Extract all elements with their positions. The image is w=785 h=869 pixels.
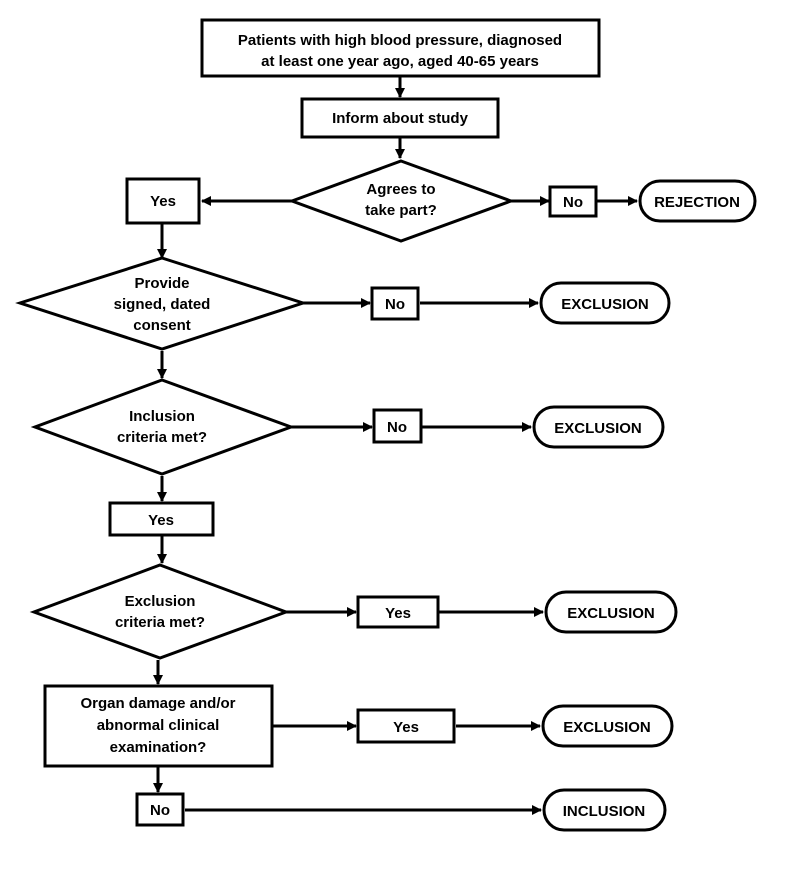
inclusion-exclusion-label: EXCLUSION: [554, 420, 642, 437]
organ-exclusion-terminal: EXCLUSION: [541, 704, 674, 748]
organ-yes-label: Yes: [393, 719, 419, 736]
exclusion-yes-label: Yes: [385, 605, 411, 622]
rejection-terminal: REJECTION: [638, 179, 757, 223]
organ-box: Organ damage and/or abnormal clinical ex…: [43, 684, 274, 768]
start-box-line-2: at least one year ago, aged 40-65 years: [261, 53, 539, 70]
consent-exclusion-label: EXCLUSION: [561, 296, 649, 313]
agrees-decision-line-1: Agrees to: [366, 181, 435, 198]
exclusion-exclusion-terminal: EXCLUSION: [544, 590, 678, 634]
organ-no-label: No: [150, 802, 170, 819]
organ-exclusion-label: EXCLUSION: [563, 719, 651, 736]
inclusion-exclusion-terminal: EXCLUSION: [532, 405, 665, 449]
organ-box-line-2: abnormal clinical: [97, 717, 220, 734]
agrees-decision-line-2: take part?: [365, 202, 437, 219]
consent-decision: Provide signed, dated consent: [15, 256, 308, 351]
start-box-line-1: Patients with high blood pressure, diagn…: [238, 32, 562, 49]
exclusion-decision-line-2: criteria met?: [115, 614, 205, 631]
organ-box-line-1: Organ damage and/or: [80, 695, 235, 712]
inclusion-no-box: No: [372, 408, 423, 444]
inclusion-yes-box: Yes: [108, 501, 215, 537]
consent-decision-line-2: signed, dated: [114, 296, 211, 313]
agrees-decision: Agrees to take part?: [287, 159, 516, 243]
inclusion-decision-line-2: criteria met?: [117, 429, 207, 446]
inclusion-final-label: INCLUSION: [563, 803, 646, 820]
consent-decision-line-1: Provide: [134, 275, 189, 292]
consent-decision-line-3: consent: [133, 317, 191, 334]
agrees-yes-label: Yes: [150, 193, 176, 210]
inform-box-label: Inform about study: [332, 110, 468, 127]
agrees-no-label: No: [563, 194, 583, 211]
inclusion-final-terminal: INCLUSION: [542, 788, 667, 832]
inclusion-yes-label: Yes: [148, 512, 174, 529]
agrees-yes-box: Yes: [125, 177, 201, 225]
consent-no-box: No: [370, 286, 420, 321]
agrees-no-box: No: [548, 185, 598, 218]
connectors: [153, 76, 638, 815]
exclusion-exclusion-label: EXCLUSION: [567, 605, 655, 622]
inclusion-decision: Inclusion criteria met?: [30, 378, 296, 476]
start-box: Patients with high blood pressure, diagn…: [200, 18, 601, 78]
inclusion-no-label: No: [387, 419, 407, 436]
inform-box: Inform about study: [300, 97, 500, 139]
exclusion-yes-box: Yes: [356, 595, 440, 629]
rejection-label: REJECTION: [654, 194, 740, 211]
exclusion-decision: Exclusion criteria met?: [29, 563, 291, 660]
organ-no-box: No: [135, 792, 185, 827]
consent-no-label: No: [385, 296, 405, 313]
exclusion-decision-line-1: Exclusion: [125, 593, 196, 610]
inclusion-decision-line-1: Inclusion: [129, 408, 195, 425]
consent-exclusion-terminal: EXCLUSION: [539, 281, 671, 325]
organ-yes-box: Yes: [356, 708, 456, 744]
organ-box-line-3: examination?: [110, 739, 207, 756]
